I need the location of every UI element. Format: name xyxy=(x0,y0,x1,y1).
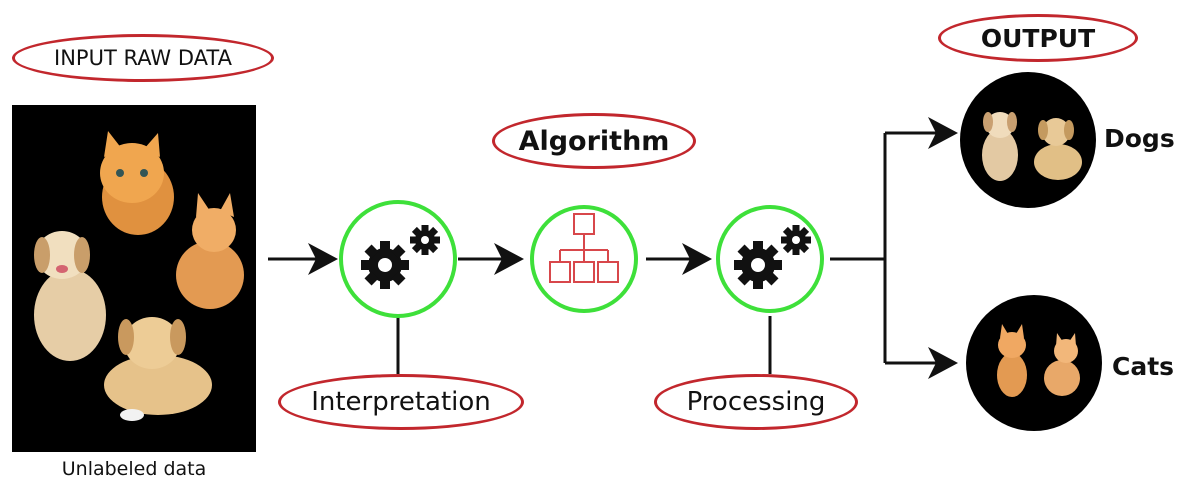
output-label: OUTPUT xyxy=(938,14,1138,62)
animal-collage xyxy=(34,131,244,421)
processing-label: Processing xyxy=(654,374,858,430)
dog-icon xyxy=(982,112,1018,181)
unlabeled-data-caption: Unlabeled data xyxy=(61,458,207,480)
algorithm-node xyxy=(530,205,638,313)
dog-icon xyxy=(104,317,212,421)
output-branch xyxy=(830,131,950,365)
input-data-panel xyxy=(12,105,256,452)
cat-icon xyxy=(176,193,244,309)
dog-icon xyxy=(1034,118,1082,180)
cat-icon xyxy=(100,131,174,235)
dogs-label: Dogs xyxy=(1104,124,1175,153)
cats-label: Cats xyxy=(1112,352,1175,381)
dog-icon xyxy=(34,231,106,361)
dogs-output-circle xyxy=(960,72,1096,208)
input-raw-data-label: INPUT RAW DATA xyxy=(12,34,274,82)
hierarchy-icon xyxy=(549,213,619,283)
processing-node xyxy=(716,205,824,313)
algorithm-label: Algorithm xyxy=(492,113,696,169)
interpretation-label: Interpretation xyxy=(278,374,524,430)
interpretation-node xyxy=(339,200,457,318)
cat-icon xyxy=(997,324,1027,397)
cat-icon xyxy=(1044,333,1080,396)
cats-output-circle xyxy=(966,295,1102,431)
